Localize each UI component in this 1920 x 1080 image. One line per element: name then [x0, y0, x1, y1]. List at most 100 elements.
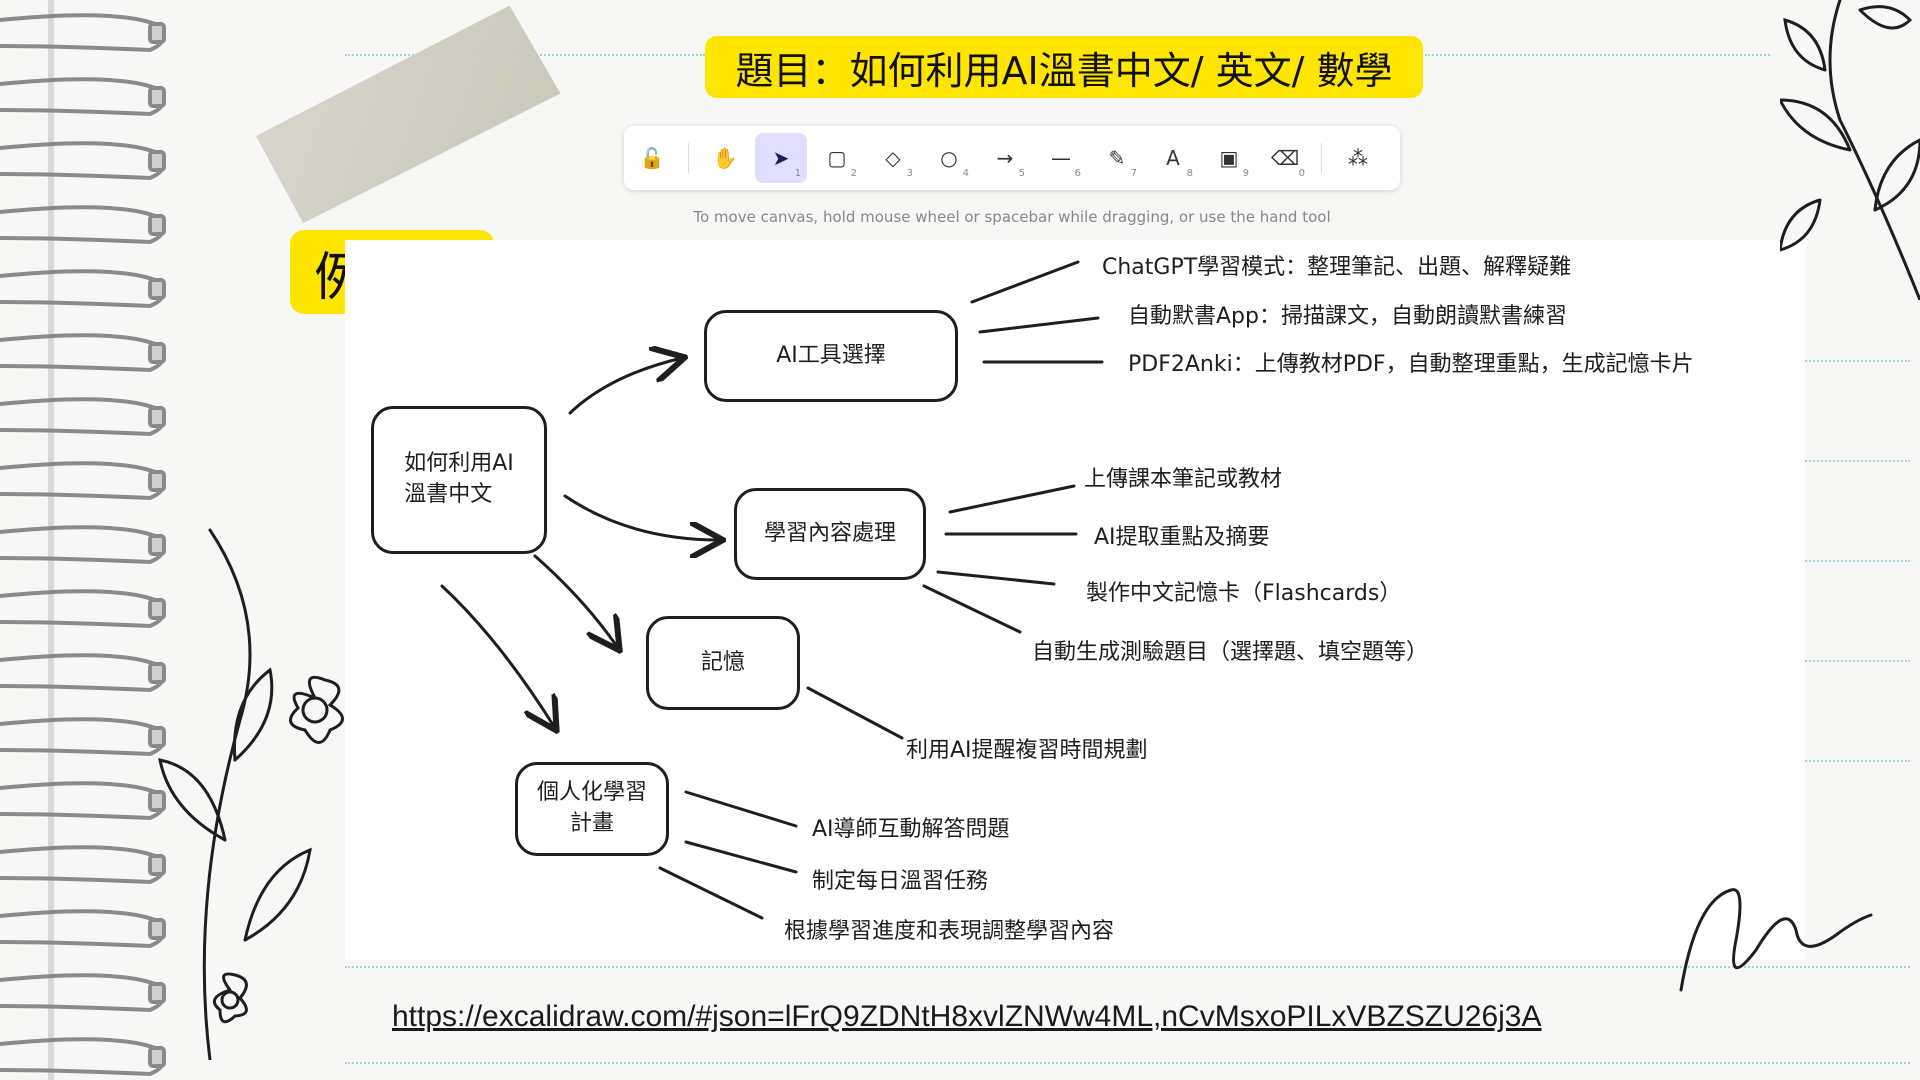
page-title: 題目：如何利用AI溫書中文/ 英文/ 數學: [705, 36, 1423, 98]
ruled-line: [345, 966, 1910, 968]
tools-leaf-chatgpt[interactable]: ChatGPT學習模式：整理筆記、出題、解釋疑難: [1102, 255, 1572, 280]
ruled-line: [345, 1062, 1910, 1064]
rectangle-icon: ▢: [827, 146, 847, 170]
spiral-hole: [148, 534, 166, 556]
content-leaf-upload[interactable]: 上傳課本筆記或教材: [1084, 467, 1283, 492]
rectangle-tool-button[interactable]: ▢2: [811, 133, 863, 183]
spiral-ring: [0, 589, 166, 629]
line-icon: —: [1051, 146, 1071, 170]
pointer-tool-button[interactable]: ➤1: [755, 133, 807, 183]
ellipse-tool-button[interactable]: ○4: [923, 133, 975, 183]
spiral-ring: [0, 973, 166, 1013]
spiral-ring: [0, 269, 166, 309]
content-node[interactable]: 學習內容處理: [734, 488, 926, 580]
spiral-hole: [148, 278, 166, 300]
plan-leaf-daily[interactable]: 制定每日溫習任務: [812, 869, 989, 894]
spiral-ring: [0, 13, 166, 53]
ruled-line: [1790, 560, 1910, 562]
pencil-icon: ✎: [1108, 146, 1126, 170]
text-icon: A: [1166, 146, 1180, 170]
plan-node[interactable]: 個人化學習 計畫: [515, 762, 669, 856]
shortcut-number: 1: [794, 168, 801, 179]
spiral-ring: [0, 845, 166, 885]
plan-leaf-tutor[interactable]: AI導師互動解答問題: [812, 817, 1010, 842]
spiral-hole: [148, 214, 166, 236]
spiral-hole: [148, 342, 166, 364]
tools-leaf-dictation-app[interactable]: 自動默書App：掃描課文，自動朗讀默書練習: [1128, 304, 1567, 329]
content-leaf-extract[interactable]: AI提取重點及摘要: [1094, 525, 1270, 550]
spiral-ring: [0, 653, 166, 693]
spiral-hole: [148, 918, 166, 940]
floral-doodle-left: [158, 528, 344, 1060]
tools-leaf-pdf2anki[interactable]: PDF2Anki：上傳教材PDF，自動整理重點，生成記憶卡片: [1128, 352, 1694, 377]
center-node[interactable]: 如何利用AI 溫書中文: [371, 406, 547, 554]
image-tool-button[interactable]: ▣9: [1203, 133, 1255, 183]
tools-node[interactable]: AI工具選擇: [704, 310, 958, 402]
spiral-ring: [0, 205, 166, 245]
pointer-icon: ➤: [772, 146, 790, 170]
hand-icon: ✋: [712, 146, 738, 170]
excalidraw-link[interactable]: https://excalidraw.com/#json=lFrQ9ZDNtH8…: [392, 1000, 1542, 1033]
spiral-ring: [0, 1037, 166, 1077]
spiral-hole: [148, 790, 166, 812]
shortcut-number: 7: [1130, 168, 1137, 179]
image-icon: ▣: [1219, 146, 1239, 170]
spiral-hole: [148, 662, 166, 684]
shapes-library-icon: ⁂: [1348, 146, 1368, 170]
spiral-hole: [148, 22, 166, 44]
squiggle-doodle: [1679, 888, 1873, 992]
hand-tool-button[interactable]: ✋: [699, 133, 751, 183]
spiral-ring: [0, 525, 166, 565]
eraser-tool-button[interactable]: ⌫0: [1259, 133, 1311, 183]
spiral-ring: [0, 461, 166, 501]
memory-node[interactable]: 記憶: [646, 616, 800, 710]
masking-tape: [246, 2, 564, 228]
ruled-line: [1790, 360, 1910, 362]
spiral-ring: [0, 141, 166, 181]
lock-tool-button[interactable]: 🔓: [626, 133, 678, 183]
shortcut-number: 2: [850, 168, 857, 179]
shortcut-number: 0: [1298, 168, 1305, 179]
shortcut-number: 4: [962, 168, 969, 179]
spiral-hole: [148, 150, 166, 172]
spiral-hole: [148, 1046, 166, 1068]
lock-icon: 🔓: [639, 146, 665, 170]
ruled-line: [1425, 54, 1770, 56]
content-leaf-quiz[interactable]: 自動生成測驗題目（選擇題、填空題等）: [1032, 640, 1429, 665]
shortcut-number: 6: [1074, 168, 1081, 179]
arrow-tool-button[interactable]: →5: [979, 133, 1031, 183]
pencil-tool-button[interactable]: ✎7: [1091, 133, 1143, 183]
spiral-ring: [0, 397, 166, 437]
eraser-icon: ⌫: [1270, 146, 1300, 170]
spiral-hole: [148, 86, 166, 108]
spiral-ring: [0, 909, 166, 949]
ruled-line: [1790, 660, 1910, 662]
spiral-hole: [148, 854, 166, 876]
floral-doodle-top-right: [1780, 0, 1920, 300]
canvas-hint: To move canvas, hold mouse wheel or spac…: [693, 208, 1331, 226]
ellipse-icon: ○: [940, 146, 958, 170]
spiral-ring: [0, 717, 166, 757]
shortcut-number: 9: [1242, 168, 1249, 179]
toolbar-separator: [1321, 143, 1322, 173]
spiral-ring: [0, 77, 166, 117]
memory-leaf-review[interactable]: 利用AI提醒複習時間規劃: [906, 738, 1148, 763]
diamond-tool-button[interactable]: ◇3: [867, 133, 919, 183]
content-leaf-flashcards[interactable]: 製作中文記憶卡（Flashcards）: [1086, 581, 1402, 606]
spiral-hole: [148, 406, 166, 428]
shapes-library-tool-button[interactable]: ⁂: [1332, 133, 1384, 183]
toolbar-separator: [688, 143, 689, 173]
ruled-line: [1790, 460, 1910, 462]
shortcut-number: 8: [1186, 168, 1193, 179]
arrow-icon: →: [996, 146, 1014, 170]
spiral-hole: [148, 726, 166, 748]
spiral-hole: [148, 982, 166, 1004]
spiral-hole: [148, 470, 166, 492]
spiral-ring: [0, 781, 166, 821]
spiral-ring: [0, 333, 166, 373]
plan-leaf-adjust[interactable]: 根據學習進度和表現調整學習內容: [784, 919, 1115, 944]
line-tool-button[interactable]: —6: [1035, 133, 1087, 183]
